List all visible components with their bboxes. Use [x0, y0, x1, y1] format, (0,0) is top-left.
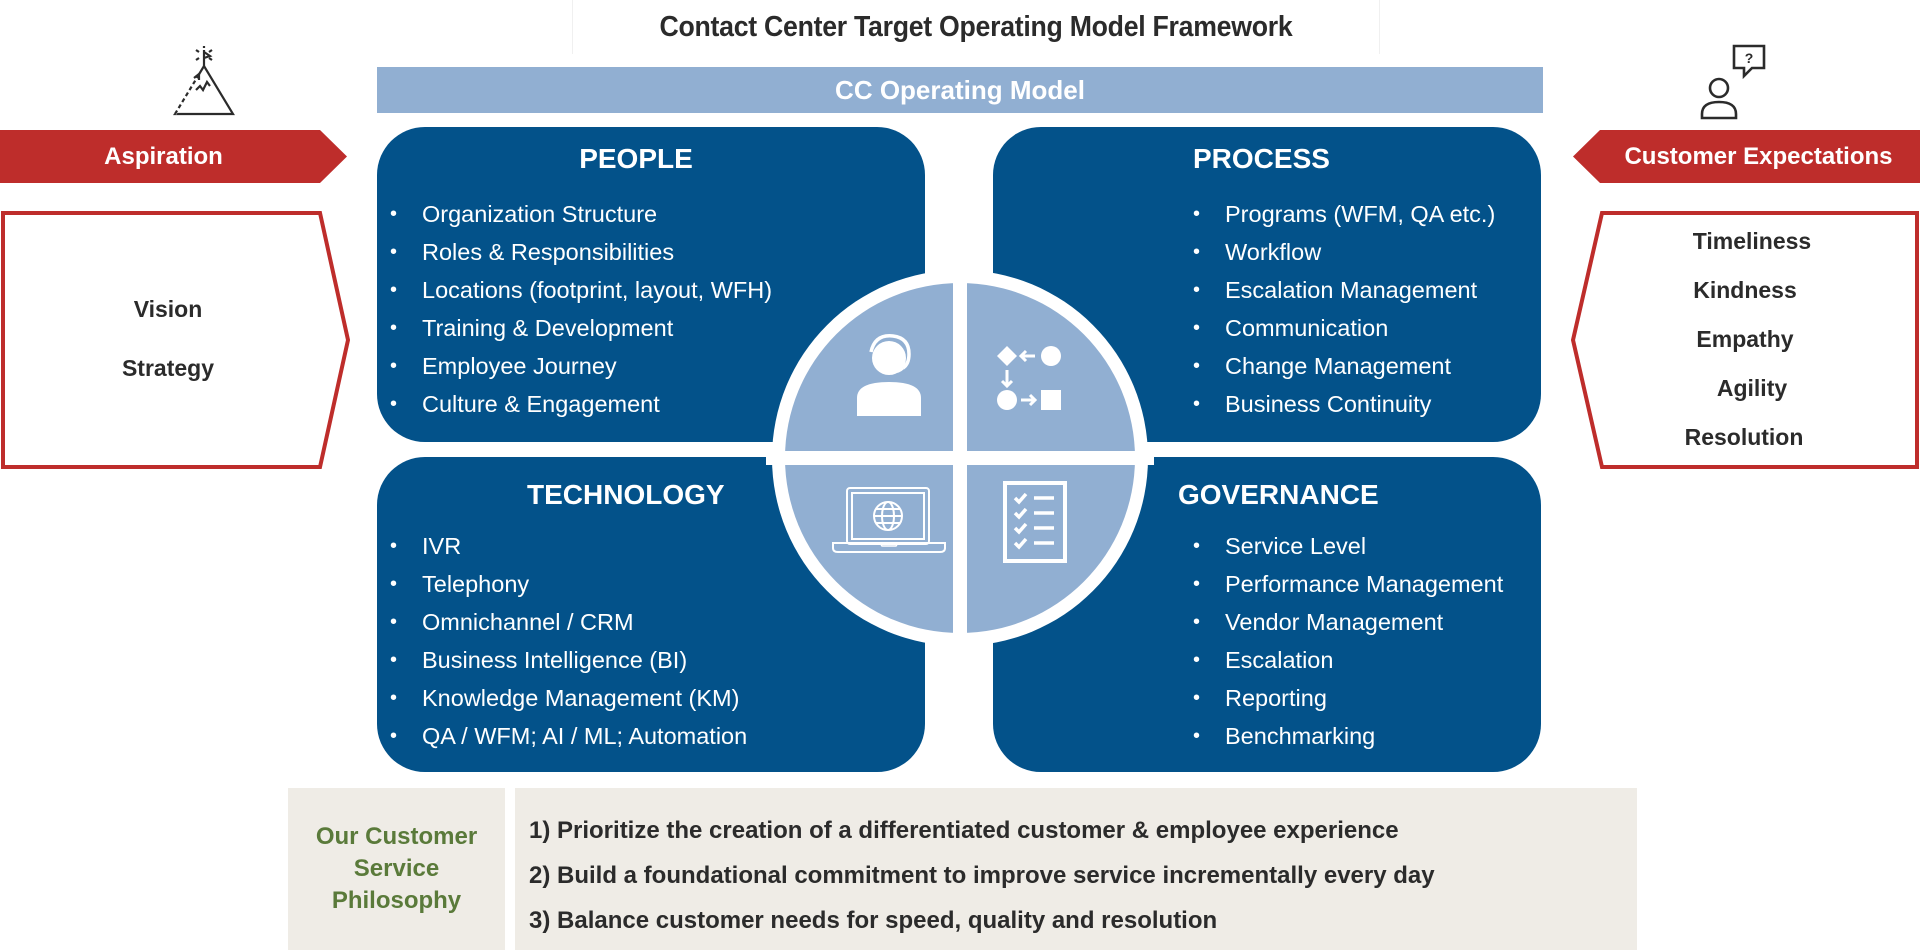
process-title: PROCESS: [1193, 143, 1330, 174]
list-item: Escalation: [1193, 641, 1503, 679]
aspiration-item: Strategy: [121, 355, 215, 381]
customer-expectations-label: Customer Expectations: [1624, 142, 1893, 170]
banner-label: CC Operating Model: [835, 74, 1085, 105]
governance-title: GOVERNANCE: [1178, 479, 1379, 510]
list-item: Business Continuity: [1193, 385, 1495, 423]
philosophy-item: 2) Build a foundational commitment to im…: [529, 862, 1435, 889]
list-item: Omnichannel / CRM: [390, 603, 747, 641]
svg-text:?: ?: [1745, 50, 1754, 66]
customer-expectations-arrow: Customer Expectations: [1573, 130, 1920, 183]
expectation-item: Resolution: [1684, 424, 1804, 450]
process-list: Programs (WFM, QA etc.) Workflow Escalat…: [1193, 195, 1495, 423]
list-item: Programs (WFM, QA etc.): [1193, 195, 1495, 233]
philosophy-label: Our Customer Service Philosophy: [288, 788, 505, 950]
list-item: Service Level: [1193, 527, 1503, 565]
operating-model-banner: CC Operating Model: [377, 67, 1543, 113]
list-item: Locations (footprint, layout, WFH): [390, 271, 772, 309]
person-question-icon: ?: [1700, 44, 1766, 120]
page-title: Contact Center Target Operating Model Fr…: [659, 10, 1293, 43]
technology-list: IVR Telephony Omnichannel / CRM Business…: [390, 527, 747, 755]
circle-divider-horizontal: [766, 451, 1154, 465]
people-title: PEOPLE: [579, 143, 693, 174]
agent-headset-icon: [845, 330, 935, 420]
philosophy-item: 1) Prioritize the creation of a differen…: [529, 817, 1399, 844]
list-item: Business Intelligence (BI): [390, 641, 747, 679]
expectation-item: Empathy: [1696, 326, 1794, 352]
expectation-item: Timeliness: [1692, 228, 1812, 254]
list-item: Change Management: [1193, 347, 1495, 385]
aspiration-item: Vision: [133, 296, 203, 322]
people-list: Organization Structure Roles & Responsib…: [390, 195, 772, 423]
list-item: Employee Journey: [390, 347, 772, 385]
list-item: Reporting: [1193, 679, 1503, 717]
customer-expectations-box: Timeliness Kindness Empathy Agility Reso…: [1570, 210, 1920, 470]
list-item: Communication: [1193, 309, 1495, 347]
list-item: Vendor Management: [1193, 603, 1503, 641]
list-item: Training & Development: [390, 309, 772, 347]
title-container: Contact Center Target Operating Model Fr…: [572, 0, 1380, 54]
list-item: Benchmarking: [1193, 717, 1503, 755]
list-item: IVR: [390, 527, 747, 565]
checklist-icon: [1002, 480, 1068, 564]
list-item: Culture & Engagement: [390, 385, 772, 423]
aspiration-label: Aspiration: [104, 142, 223, 170]
philosophy-label-line: Service: [353, 855, 440, 882]
list-item: QA / WFM; AI / ML; Automation: [390, 717, 747, 755]
mountain-flag-icon: [172, 44, 236, 118]
philosophy-label-line: Our Customer: [315, 823, 478, 850]
list-item: Workflow: [1193, 233, 1495, 271]
philosophy-list: 1) Prioritize the creation of a differen…: [515, 788, 1637, 950]
philosophy-item: 3) Balance customer needs for speed, qua…: [529, 907, 1218, 934]
list-item: Organization Structure: [390, 195, 772, 233]
list-item: Knowledge Management (KM): [390, 679, 747, 717]
process-flow-icon: [995, 340, 1075, 420]
governance-list: Service Level Performance Management Ven…: [1193, 527, 1503, 755]
expectation-item: Kindness: [1693, 277, 1797, 303]
laptop-globe-icon: [830, 485, 950, 555]
expectation-item: Agility: [1716, 375, 1788, 401]
aspiration-box: Vision Strategy: [0, 210, 352, 470]
aspiration-arrow: Aspiration: [0, 130, 347, 183]
list-item: Telephony: [390, 565, 747, 603]
philosophy-label-line: Philosophy: [331, 887, 462, 914]
list-item: Escalation Management: [1193, 271, 1495, 309]
list-item: Roles & Responsibilities: [390, 233, 772, 271]
list-item: Performance Management: [1193, 565, 1503, 603]
technology-title: TECHNOLOGY: [527, 479, 725, 510]
